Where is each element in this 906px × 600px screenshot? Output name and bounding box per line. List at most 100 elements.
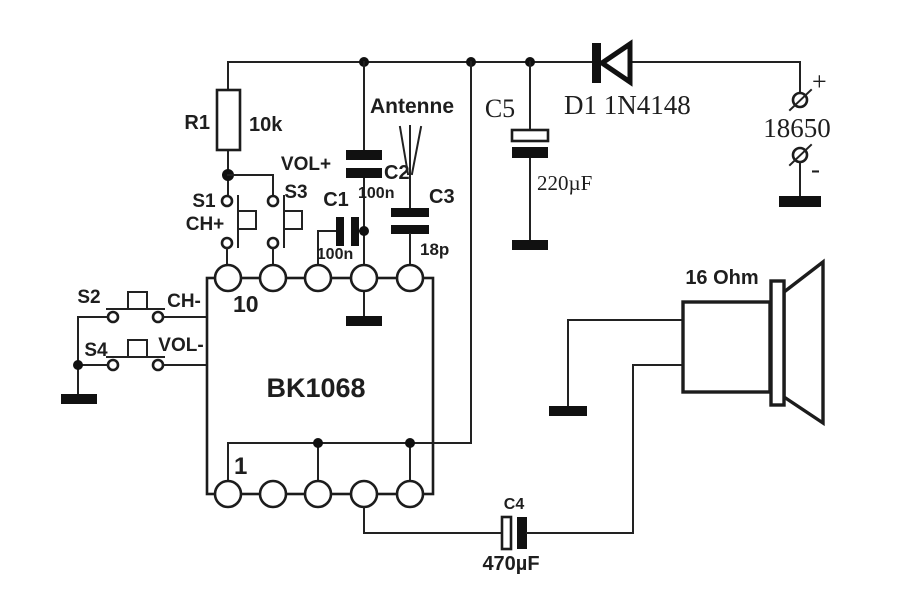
capacitor-c4: C4 470µF: [363, 364, 634, 575]
diode-label: D1 1N4148: [564, 90, 691, 120]
switch-ref: S1: [192, 191, 216, 212]
ic-pin: [213, 479, 243, 509]
switch-terminal: [151, 310, 165, 324]
battery-minus-sign: -: [811, 154, 820, 184]
capacitor-ref: C1: [323, 189, 349, 211]
switch-ref: S3: [284, 182, 307, 203]
ic-pin: [213, 263, 243, 293]
switch-ref: S2: [77, 287, 100, 308]
ic-bk1068: 10 1 BK1068: [205, 61, 472, 509]
capacitor-value: 100n: [317, 246, 353, 263]
ground-symbol: [779, 196, 821, 207]
capacitor-plate: [391, 225, 429, 234]
switch-s2: S2 CH-: [77, 287, 229, 324]
speaker-cone: [782, 258, 825, 427]
switch-ref: S4: [84, 340, 108, 361]
switch-function: CH+: [186, 214, 225, 235]
antenna: Antenne: [370, 95, 454, 209]
capacitor-c1: C1 100n: [317, 189, 369, 266]
switch-s1: S1 CH+: [186, 191, 257, 266]
junction-dot: [359, 226, 369, 236]
resistor-value: 10k: [249, 114, 283, 136]
pushbutton-actuator: [106, 339, 165, 358]
capacitor-value: 18p: [420, 240, 449, 259]
speaker-magnet-bar: [769, 279, 786, 407]
ic-body: [205, 276, 435, 496]
terminal-slash: [788, 88, 813, 112]
ic-pin-number-bottom: 1: [234, 453, 247, 480]
terminal-slash: [788, 143, 813, 167]
switch-terminal: [220, 236, 234, 250]
supply-rail: [227, 57, 801, 67]
junction-dot: [313, 438, 323, 448]
diode-d1: D1 1N4148: [564, 39, 691, 120]
ic-pin: [258, 263, 288, 293]
antenna-label: Antenne: [370, 95, 454, 118]
capacitor-plate: [346, 168, 382, 178]
capacitor-ref: C3: [429, 186, 455, 208]
ic-pin: [258, 479, 288, 509]
capacitor-plate-positive: [500, 515, 513, 551]
switch-terminal: [106, 310, 120, 324]
junction-dot: [405, 438, 415, 448]
switch-terminal: [266, 236, 280, 250]
switch-terminal: [220, 194, 234, 208]
capacitor-value: 220µF: [537, 171, 592, 195]
pushbutton-actuator: [106, 291, 165, 310]
ground-symbol: [346, 316, 382, 326]
ic-pin: [349, 479, 379, 509]
junction-dot: [73, 360, 83, 370]
switch-function: CH-: [167, 291, 201, 312]
ic-pin: [395, 479, 425, 509]
audio-wire-right: [526, 364, 634, 534]
ic-pin-number-top: 10: [233, 291, 259, 317]
ground-symbol: [549, 406, 587, 416]
diode-cathode-bar: [592, 43, 601, 83]
ground-symbol: [61, 394, 97, 404]
branch-to-s3: [227, 174, 274, 197]
ic-bottom-bus: [227, 61, 472, 482]
capacitor-plate: [391, 208, 429, 217]
capacitor-plate: [346, 150, 382, 160]
switch-terminal: [106, 358, 120, 372]
capacitor-plate: [351, 217, 359, 246]
resistor-ref: R1: [184, 112, 210, 134]
ground-symbol: [512, 240, 548, 250]
resistor-body: [215, 88, 242, 152]
resistor-r1: R1 10k: [184, 61, 283, 197]
capacitor-ref: C2: [384, 162, 410, 184]
speaker: 16 Ohm: [549, 258, 825, 427]
speaker-body: [681, 300, 772, 394]
switch-terminal: [151, 358, 165, 372]
capacitor-c5: C5 220µF: [485, 61, 592, 250]
capacitor-value: 100n: [358, 185, 394, 202]
capacitor-plate-positive: [510, 128, 550, 143]
battery-plus-sign: +: [812, 67, 827, 96]
diode-triangle: [597, 39, 633, 87]
capacitor-c3: C3 18p: [391, 186, 455, 266]
ic-pin: [303, 263, 333, 293]
antenna-symbol: [398, 125, 423, 183]
capacitor-c2: C2 100n: [346, 61, 410, 266]
speaker-impedance: 16 Ohm: [685, 267, 758, 289]
pushbutton-actuator: [237, 195, 257, 248]
capacitor-plate: [336, 217, 344, 246]
audio-wire-left: [363, 506, 503, 534]
capacitor-ref: C4: [504, 496, 525, 513]
ic-label: BK1068: [266, 373, 365, 403]
ic-pin: [395, 263, 425, 293]
switch-function: VOL-: [158, 335, 203, 356]
ic-pin: [303, 479, 333, 509]
capacitor-value: 470µF: [482, 553, 539, 575]
pushbutton-actuator: [283, 195, 303, 248]
switch-s3: S3 VOL+: [266, 154, 331, 266]
capacitor-plate: [517, 517, 527, 549]
speaker-wire-top: [567, 319, 684, 407]
battery-label: 18650: [763, 113, 831, 143]
ic-pin: [349, 263, 379, 293]
switch-function: VOL+: [281, 154, 331, 175]
battery-18650: + 18650 -: [763, 61, 831, 207]
switch-terminal: [266, 194, 280, 208]
